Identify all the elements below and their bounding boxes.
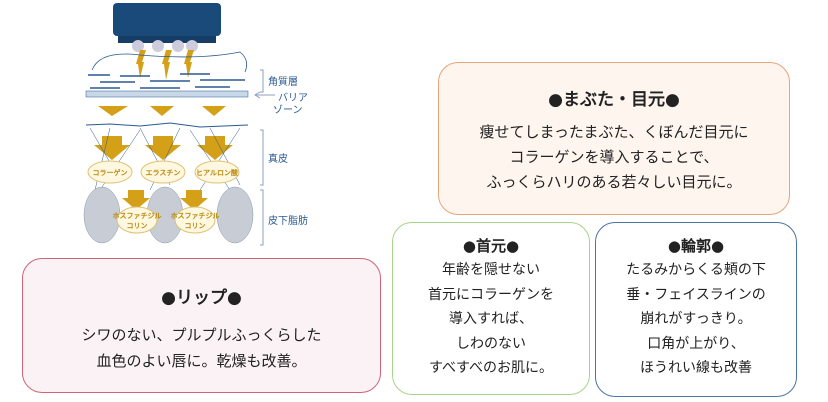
label-dermis: 真皮: [268, 154, 288, 165]
neck-card: ●首元● 年齢を隠せない 首元にコラーゲンを 導入すれば、 しわのない すべすべ…: [392, 222, 590, 395]
eye-line: ふっくらハリのある若々しい目元に。: [486, 173, 742, 191]
label-stratum-corneum: 角質層: [268, 77, 298, 88]
eye-line: コラーゲンを導入することで、: [509, 148, 719, 166]
neck-line: 年齢を隠せない: [442, 262, 540, 278]
component-choline: コリン: [185, 222, 206, 230]
neck-title: ●首元●: [462, 237, 520, 255]
contour-title: ●輪郭●: [667, 237, 725, 255]
skin-layers-illustration: コラーゲン エラスチン ヒアルロン酸 ホスファチジル コリン ホスファチジル コ…: [83, 3, 275, 246]
component-phosphatidyl: ホスファチジル: [171, 212, 220, 220]
neck-line: しわのない: [456, 335, 526, 352]
lip-line: シワのない、プルプルふっくらした: [81, 326, 322, 344]
contour-line: 崩れがすっきり。: [640, 311, 752, 327]
label-subcutaneous-fat: 皮下脂肪: [268, 216, 308, 227]
contour-card: ●輪郭● たるみからくる頬の下 垂・フェイスラインの 崩れがすっきり。 口角が上…: [595, 222, 797, 397]
component-choline: コリン: [127, 222, 148, 230]
label-zone: ゾーン: [273, 105, 303, 116]
lip-card: ●リップ● シワのない、プルプルふっくらした 血色のよい唇に。乾燥も改善。: [22, 258, 381, 393]
component-collagen: コラーゲン: [93, 168, 128, 177]
eye-area-card: ●まぶた・目元● 痩せてしまったまぶた、くぼんだ目元に コラーゲンを導入すること…: [438, 62, 790, 215]
penetration-arrows: [94, 100, 233, 210]
contour-line: 口角が上がり、: [647, 335, 745, 352]
eye-line: 痩せてしまったまぶた、くぼんだ目元に: [479, 123, 749, 141]
contour-line: ほうれい線も改善: [640, 360, 752, 376]
barrier-zone: [85, 90, 249, 98]
skin-diagram: コラーゲン エラスチン ヒアルロン酸 ホスファチジル コリン ホスファチジル コ…: [80, 0, 340, 250]
neck-line: 首元にコラーゲンを: [428, 286, 554, 303]
contour-line: たるみからくる頬の下: [626, 262, 766, 278]
fat-cells: [83, 186, 254, 244]
neck-line: 導入すれば、: [449, 311, 533, 327]
label-barrier: バリア: [278, 93, 308, 104]
neck-line: すべすべのお肌に。: [428, 360, 554, 376]
component-phosphatidyl: ホスファチジル: [113, 212, 162, 220]
device-head: [113, 3, 221, 36]
lip-line: 血色のよい唇に。乾燥も改善。: [96, 352, 307, 370]
contour-line: 垂・フェイスラインの: [626, 286, 766, 303]
component-elastin: エラスチン: [146, 169, 181, 177]
component-hyaluronic-acid: ヒアルロン酸: [196, 168, 239, 177]
eye-title: ●まぶた・目元●: [548, 90, 680, 110]
lip-title: ●リップ●: [161, 288, 242, 308]
